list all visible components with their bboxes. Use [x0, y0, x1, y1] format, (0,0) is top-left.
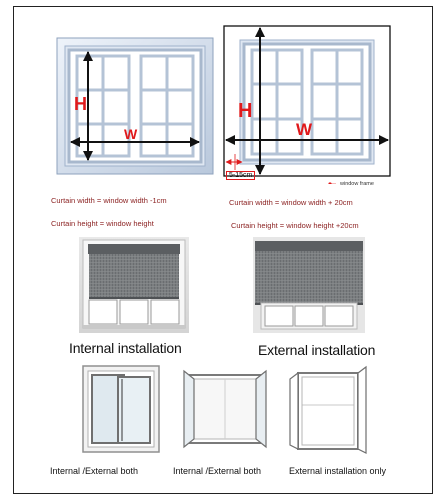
- window-type-label-outward: External installation only: [289, 466, 387, 476]
- internal-width-rule: Curtain width = window width -1cm: [51, 196, 167, 205]
- external-height-rule: Curtain height = window height +20cm: [231, 221, 359, 230]
- external-measure-diagram: [223, 25, 391, 184]
- external-installation-label: External installation: [258, 342, 376, 358]
- height-label: H: [74, 94, 87, 114]
- height-label-external: H: [238, 100, 253, 122]
- internal-height-rule: Curtain height = window height: [51, 219, 154, 228]
- inward-casement-window-illustration: [183, 369, 267, 449]
- internal-installation-illustration: [79, 237, 189, 333]
- internal-measure-diagram: [56, 37, 214, 175]
- window-type-label-sliding: Internal /External both: [50, 466, 139, 476]
- width-label: W: [124, 126, 138, 142]
- offset-label: 5-15cm: [226, 171, 256, 180]
- internal-installation-label: Internal installation: [69, 340, 182, 356]
- external-width-rule: Curtain width = window width + 20cm: [229, 198, 353, 207]
- page-border: [13, 6, 433, 494]
- width-label-external: W: [296, 120, 313, 139]
- external-installation-illustration: [253, 237, 365, 333]
- window-frame-label: window frame: [340, 181, 374, 187]
- sliding-window-illustration: [82, 365, 160, 453]
- outward-casement-window-illustration: [289, 365, 367, 454]
- window-type-label-inward: Internal /External both: [173, 466, 262, 476]
